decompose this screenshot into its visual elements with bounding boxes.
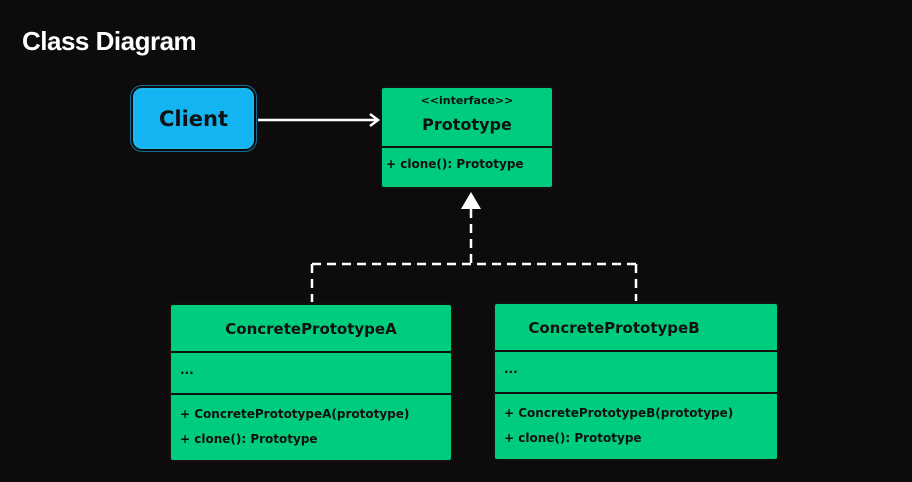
concrete-prototype-b-class-box: ConcretePrototypeB ... + ConcretePrototy… (493, 302, 779, 461)
prototype-class-box: <<interface>> Prototype + clone(): Proto… (380, 86, 554, 189)
concrete-b-clone-method: + clone(): Prototype (504, 431, 642, 445)
client-node: Client (133, 88, 254, 149)
section-divider (171, 351, 451, 353)
prototype-stereotype: <<interface>> (420, 94, 514, 107)
section-divider (495, 350, 777, 352)
section-divider (171, 393, 451, 395)
client-label: Client (158, 106, 229, 131)
concrete-a-attributes: ... (180, 363, 194, 377)
concrete-b-constructor: + ConcretePrototypeB(prototype) (504, 406, 734, 420)
concrete-prototype-a-class-box: ConcretePrototypeA ... + ConcretePrototy… (169, 303, 453, 462)
realization-connector (310, 192, 638, 302)
section-divider (495, 392, 777, 394)
page-title: Class Diagram (22, 26, 197, 56)
realization-arrowhead (461, 192, 481, 209)
section-divider (382, 146, 552, 148)
concrete-a-class-name: ConcretePrototypeA (225, 320, 397, 338)
concrete-b-attributes: ... (504, 362, 518, 376)
concrete-b-class-name: ConcretePrototypeB (528, 319, 700, 337)
prototype-class-name: Prototype (422, 115, 512, 134)
concrete-a-clone-method: + clone(): Prototype (180, 432, 318, 446)
concrete-a-constructor: + ConcretePrototypeA(prototype) (180, 407, 410, 421)
prototype-method: + clone(): Prototype (386, 157, 524, 171)
association-arrow (258, 113, 381, 127)
